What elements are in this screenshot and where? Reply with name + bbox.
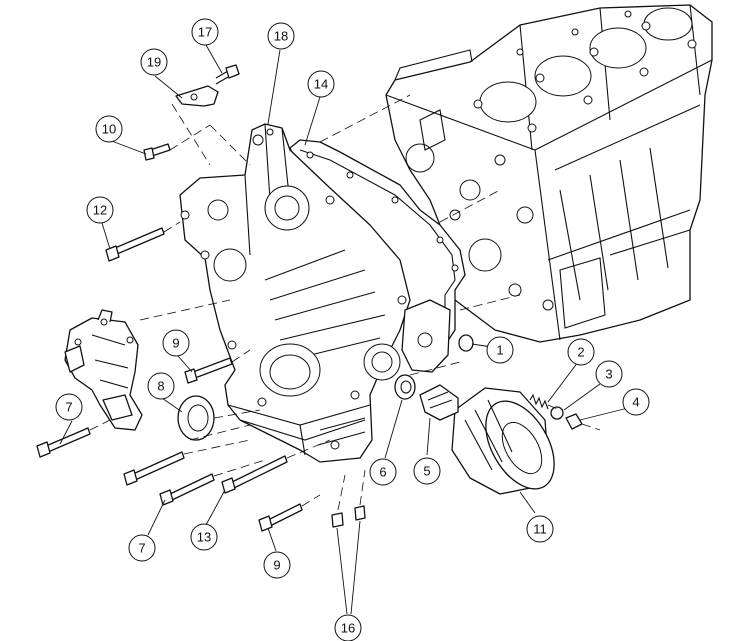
callout-14: 14 — [307, 70, 335, 98]
callout-2: 2 — [567, 338, 595, 366]
callout-16: 16 — [334, 614, 362, 641]
callout-9a: 9 — [162, 329, 190, 357]
callout-6: 6 — [369, 458, 397, 486]
callout-3-label: 3 — [605, 367, 612, 382]
gasket-6 — [394, 374, 416, 400]
callout-7a: 7 — [55, 393, 83, 421]
assembly-lines — [89, 94, 601, 511]
leader-lines — [59, 44, 629, 615]
gear-case-cover — [179, 123, 411, 463]
callout-17: 17 — [191, 18, 219, 46]
engine-block — [385, 4, 713, 343]
callout-1: 1 — [486, 336, 514, 364]
callout-9a-label: 9 — [172, 336, 179, 351]
filter-adapter — [401, 299, 451, 373]
plug-16a — [331, 512, 344, 528]
callout-16-label: 16 — [341, 621, 355, 636]
callout-2-label: 2 — [577, 345, 584, 360]
callout-12: 12 — [86, 196, 114, 224]
callout-11: 11 — [526, 515, 554, 543]
o-ring-1 — [458, 334, 474, 352]
callout-7b-label: 7 — [138, 541, 145, 556]
callout-10: 10 — [95, 115, 123, 143]
relief-plug — [565, 413, 583, 430]
callout-5-label: 5 — [423, 464, 430, 479]
callout-1-label: 1 — [496, 343, 503, 358]
relief-spring — [529, 393, 549, 410]
oil-seal — [177, 395, 215, 441]
oil-filter — [419, 384, 555, 495]
callout-11-label: 11 — [533, 522, 547, 537]
callout-4-label: 4 — [632, 395, 639, 410]
callout-10-label: 10 — [102, 122, 116, 137]
bolts — [36, 64, 303, 532]
callout-18-label: 18 — [274, 29, 288, 44]
callout-8-label: 8 — [157, 379, 164, 394]
relief-ball — [550, 406, 564, 420]
callout-18: 18 — [267, 22, 295, 50]
callout-9b: 9 — [263, 551, 291, 579]
callout-14-label: 14 — [314, 77, 328, 92]
callout-13-label: 13 — [197, 530, 211, 545]
callout-17-label: 17 — [198, 25, 212, 40]
callout-9b-label: 9 — [273, 558, 280, 573]
callout-8: 8 — [147, 372, 175, 400]
callout-6-label: 6 — [379, 465, 386, 480]
callout-4: 4 — [622, 388, 650, 416]
callout-3: 3 — [595, 360, 623, 388]
callout-12-label: 12 — [93, 203, 107, 218]
callout-5: 5 — [413, 457, 441, 485]
plug-16b — [354, 505, 366, 521]
callout-19: 19 — [140, 48, 168, 76]
callout-7a-label: 7 — [65, 400, 72, 415]
callout-7b: 7 — [128, 534, 156, 562]
water-pump — [64, 309, 143, 431]
callout-19-label: 19 — [147, 55, 161, 70]
callout-13: 13 — [190, 523, 218, 551]
